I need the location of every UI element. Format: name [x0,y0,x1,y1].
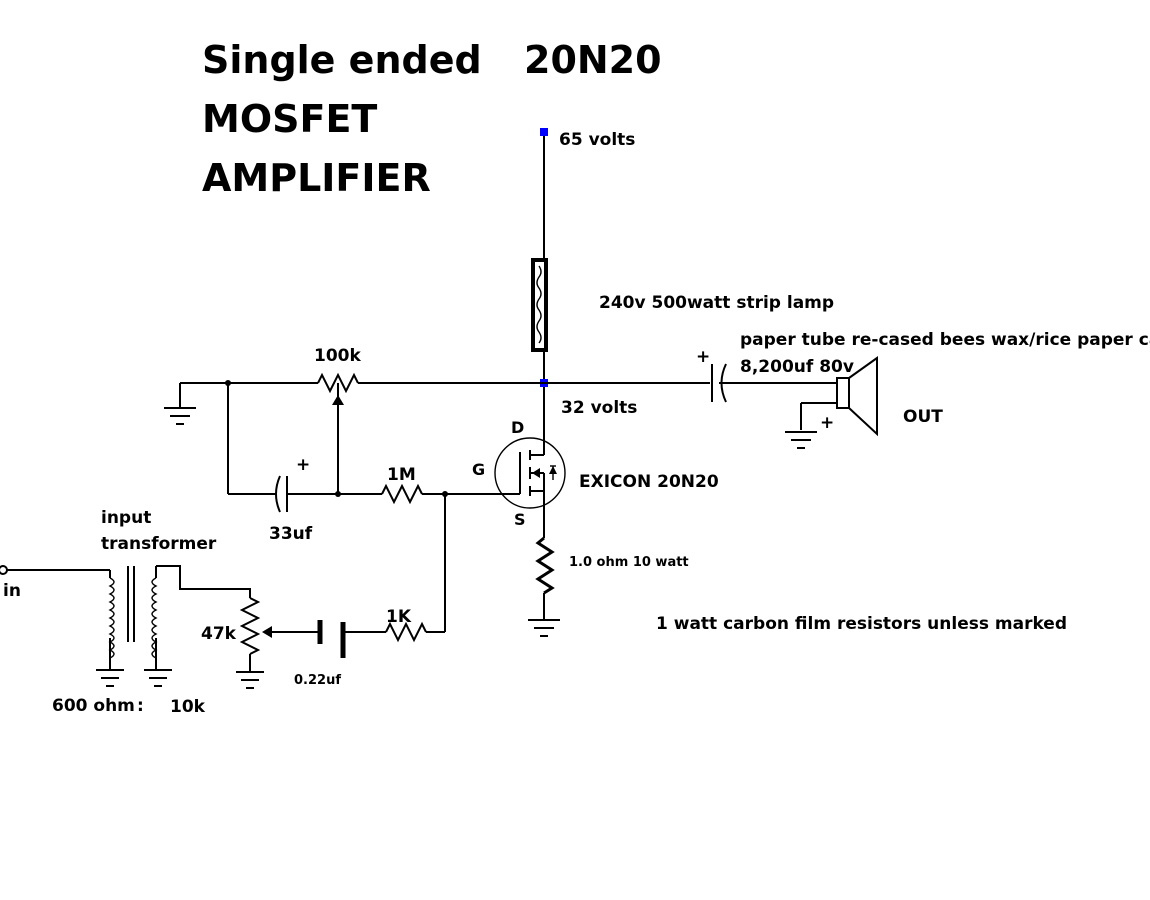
ground-symbol-secondary [144,669,172,687]
title-line-1: Single ended [202,38,482,82]
resistor-note: 1 watt carbon film resistors unless mark… [656,614,1067,634]
title-line-3: AMPLIFIER [202,156,431,200]
mosfet-label: EXICON 20N20 [579,472,719,492]
transformer-label-1: input [101,508,151,528]
potentiometer-100k [317,372,359,494]
pot-100k-label: 100k [314,346,361,366]
ground-symbol-left [164,407,196,425]
supply-label: 65 volts [559,130,635,150]
ground-symbol-primary [96,669,124,687]
pin-g-label: G [472,460,485,479]
output-cap-description: paper tube re-cased bees wax/rice paper … [740,330,1150,350]
cap-33uf-label: 33uf [269,524,313,544]
speaker-plus: + [820,413,834,433]
cap-022uf-label: 0.22uf [294,673,341,688]
source-resistor [535,536,555,595]
ground-symbol-source [528,619,560,637]
secondary-to-47k-wire [156,565,251,598]
pin-s-label: S [514,510,526,529]
output-cap-value: 8,200uf 80v [740,357,854,377]
title-line-2: MOSFET [202,97,377,141]
ground-symbol-speaker [785,431,817,449]
ratio-colon: : [137,696,144,716]
capacitor-0-22uf [317,620,346,658]
mosfet-20n20 [494,387,566,538]
potentiometer-47k [239,597,272,672]
strip-lamp [531,258,548,352]
title-part-number: 20N20 [524,38,662,82]
cap-33uf-plus: + [296,455,310,475]
res-1m-label: 1M [387,465,416,485]
lamp-label: 240v 500watt strip lamp [599,293,834,313]
transformer-label-2: transformer [101,534,217,554]
ratio-primary: 600 ohm [52,696,135,716]
supply-node [540,128,548,136]
resistor-1m [381,483,423,505]
out-label: OUT [903,407,943,427]
ground-symbol-47k [236,671,264,689]
input-terminal [0,565,8,575]
output-cap-plus: + [696,347,710,367]
input-transformer [108,566,158,670]
pot-47k-label: 47k [201,624,237,644]
capacitor-33uf [275,475,288,513]
drain-voltage-label: 32 volts [561,398,637,418]
resistor-1k [385,621,427,643]
res-1k-label: 1K [386,607,412,627]
source-resistor-label: 1.0 ohm 10 watt [569,555,689,570]
speaker-icon [836,356,878,437]
pin-d-label: D [511,418,524,437]
junction-dot [335,491,341,497]
ratio-secondary: 10k [170,697,206,717]
in-label: in [3,581,21,601]
